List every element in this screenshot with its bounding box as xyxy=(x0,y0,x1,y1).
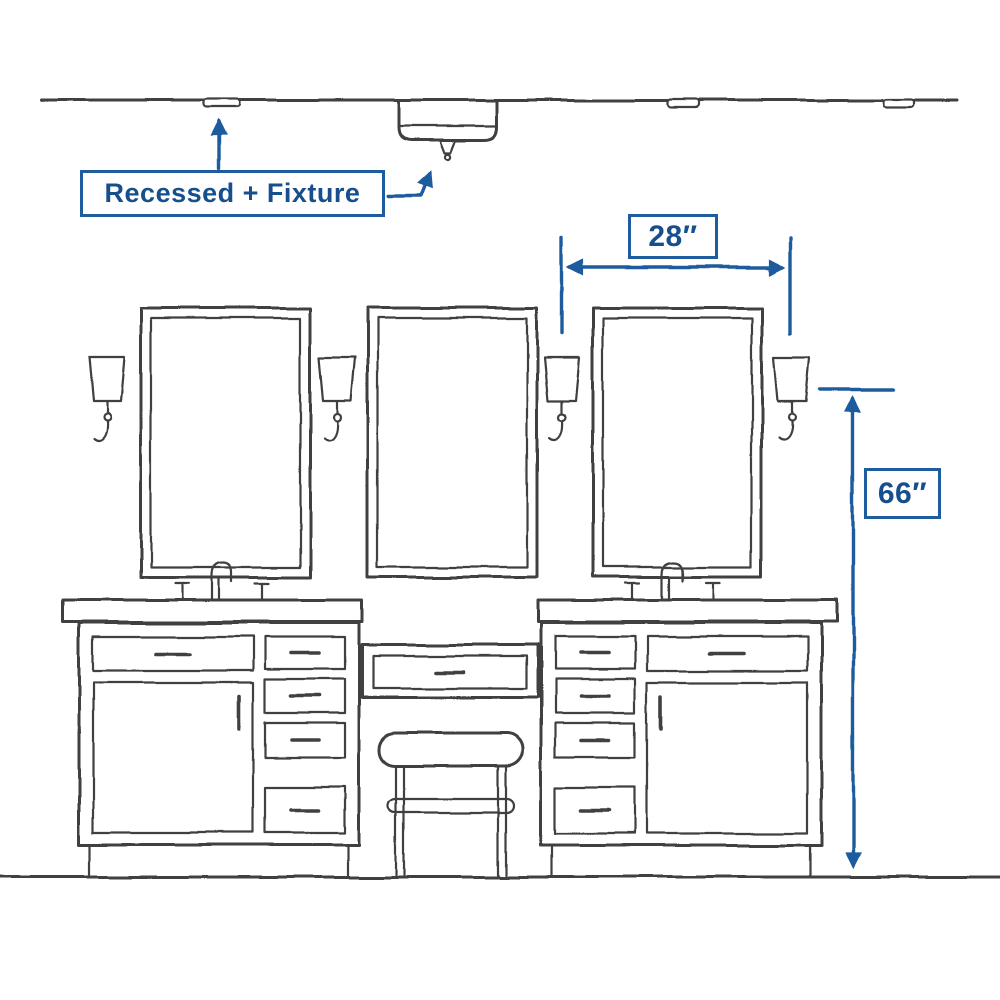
countertop-left xyxy=(61,598,364,624)
flush-mount-fixture xyxy=(397,98,499,161)
sconce-1 xyxy=(87,356,127,442)
cabinet-left xyxy=(77,621,361,877)
dimension-28-inch xyxy=(560,236,792,336)
recessed-light-3 xyxy=(882,97,916,109)
recessed-light-2 xyxy=(666,97,702,109)
width-dimension-text: 28″ xyxy=(648,219,698,253)
sconce-3 xyxy=(542,356,582,442)
width-dimension-label: 28″ xyxy=(628,214,718,259)
cabinet-right xyxy=(539,621,823,877)
callout-arrow-fixture xyxy=(386,169,433,198)
sconce-4 xyxy=(772,356,812,442)
recessed-light-1 xyxy=(202,97,242,109)
makeup-drawer-panel xyxy=(360,643,540,699)
sconce-2 xyxy=(317,356,357,442)
height-dimension-label: 66″ xyxy=(864,468,941,519)
fixture-callout-label: Recessed + Fixture xyxy=(80,170,385,217)
height-dimension-text: 66″ xyxy=(877,476,928,510)
dimension-66-inch xyxy=(818,388,895,870)
mirror-center xyxy=(366,306,539,579)
faucet-right xyxy=(623,560,721,602)
vanity-stool xyxy=(377,731,525,877)
fixture-callout-text: Recessed + Fixture xyxy=(104,178,361,208)
faucet-left xyxy=(173,560,271,602)
mirror-left xyxy=(139,306,312,579)
mirror-right xyxy=(591,306,764,579)
countertop-right xyxy=(536,598,839,624)
